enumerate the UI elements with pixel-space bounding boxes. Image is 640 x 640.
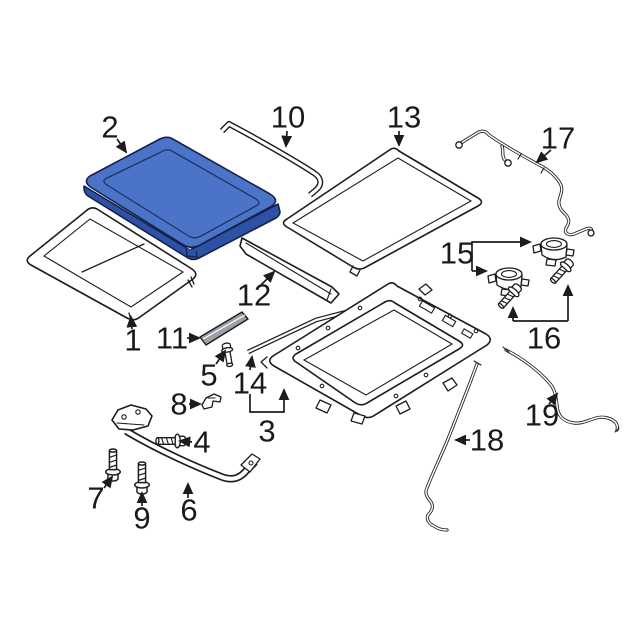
leader-arrow-part-10-0: [281, 130, 293, 149]
part-15-motor-upper: [532, 237, 575, 267]
harness-connector: [504, 159, 512, 167]
part-label-11: 11: [156, 321, 188, 356]
part-label-9: 9: [133, 501, 150, 536]
part-label-5: 5: [200, 358, 217, 393]
leader-arrow-part-4-0: [177, 436, 193, 448]
leader-arrow-part-15-0: [471, 236, 533, 271]
part-17-wiring-harness: [455, 129, 595, 237]
part-label-10: 10: [271, 100, 305, 135]
harness-connector: [587, 229, 595, 237]
part-label-19: 19: [525, 398, 559, 433]
part-label-16: 16: [527, 321, 561, 356]
part-7-bolt: [104, 448, 122, 482]
part-label-13: 13: [387, 100, 421, 135]
part-label-15: 15: [440, 236, 474, 271]
part-label-14: 14: [233, 366, 267, 401]
leader-arrow-part-17-0: [535, 149, 552, 164]
part-3-frame-assembly: [260, 282, 492, 425]
part-label-18: 18: [470, 423, 504, 458]
part-9-bolt: [133, 461, 151, 495]
part-15-motor-lower: [487, 267, 530, 297]
part-label-12: 12: [237, 278, 271, 313]
part-2-glass-panel-highlighted: [83, 136, 281, 261]
leader-arrow-part-1-0: [126, 314, 138, 330]
leader-arrow-part-19-0: [546, 392, 559, 406]
part-label-2: 2: [101, 110, 118, 145]
part-18-drain-hose: [424, 360, 482, 532]
leader-arrow-part-5-0: [214, 349, 227, 365]
part-label-8: 8: [170, 387, 187, 422]
leader-arrow-part-12-0: [260, 270, 276, 286]
leader-arrow-part-7-0: [101, 475, 114, 489]
part-6-reinforcement-rail: [111, 404, 261, 483]
harness-connector: [455, 141, 463, 149]
part-19-drain-hose: [502, 346, 620, 433]
leader-arrow-part-14-0: [245, 354, 256, 371]
part-1-sunshade: [26, 207, 197, 321]
part-label-6: 6: [180, 493, 197, 528]
part-8-clip: [201, 393, 222, 410]
part-label-7: 7: [87, 481, 104, 516]
leader-arrow-part-2-0: [115, 138, 128, 154]
part-12-deflector-blade: [239, 237, 340, 304]
part-11-trim-strip: [199, 311, 249, 346]
part-13-headliner-panel: [282, 147, 483, 277]
part-label-3: 3: [258, 414, 275, 449]
part-label-4: 4: [193, 425, 210, 460]
part-10-trim-strip: [219, 121, 324, 198]
leader-arrow-part-3-0: [249, 387, 290, 413]
part-label-17: 17: [541, 121, 575, 156]
part-label-1: 1: [124, 323, 141, 358]
